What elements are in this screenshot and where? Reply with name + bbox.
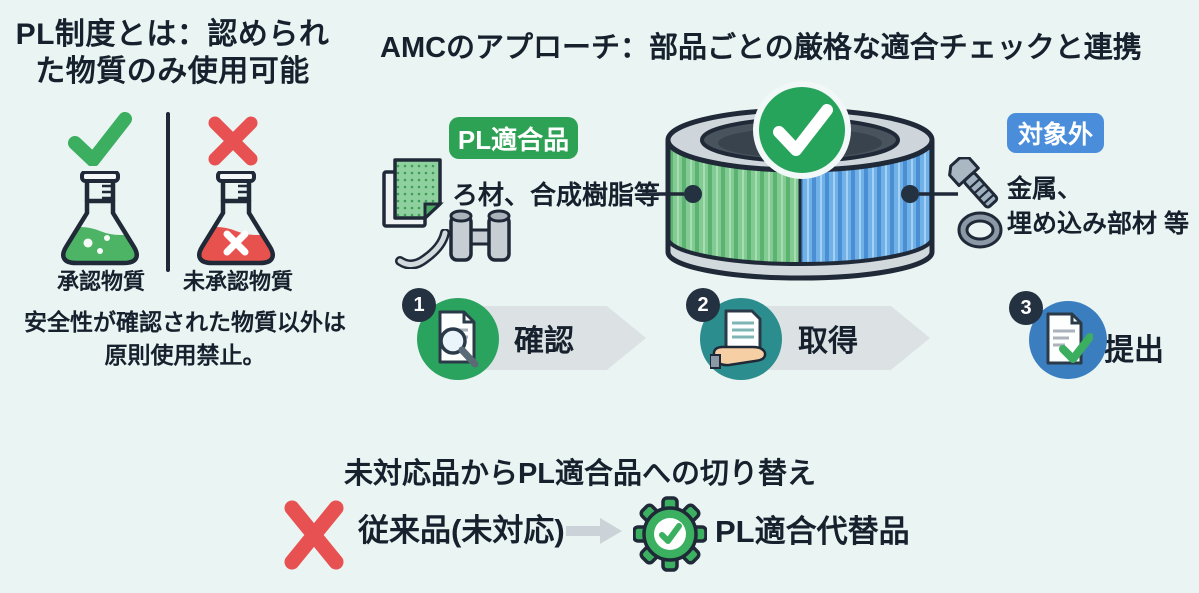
excluded-badge: 対象外 bbox=[1007, 113, 1104, 153]
excluded-materials-line1: 金属、 bbox=[1007, 175, 1083, 203]
vertical-divider bbox=[166, 112, 170, 272]
pl-compliant-badge: PL適合品 bbox=[449, 117, 578, 159]
right-panel-title: AMCのアプローチ：部品ごとの厳格な適合チェックと連携 bbox=[380, 32, 1142, 64]
leader-line-right bbox=[901, 185, 958, 203]
legacy-product-label: 従来品(未対応) bbox=[358, 513, 565, 548]
bottom-panel-title: 未対応品からPL適合品への切り替え bbox=[343, 458, 817, 490]
step1-arrow-banner: 確認 bbox=[468, 306, 646, 370]
excluded-materials-line2: 埋め込み部材 等 bbox=[1007, 210, 1189, 238]
hand-document-icon bbox=[710, 309, 767, 369]
unapproved-substance-label: 未承認物質 bbox=[182, 269, 293, 294]
compliant-materials-label: ろ材、合成樹脂等 bbox=[452, 180, 661, 210]
connector-part-icon bbox=[449, 209, 511, 262]
step3-number-badge: 3 bbox=[1009, 291, 1043, 325]
filter-drum-illustration bbox=[665, 81, 935, 281]
approved-substance-label: 承認物質 bbox=[56, 269, 145, 294]
safety-note: 安全性が確認された物質以外は 原則使用禁止。 bbox=[0, 306, 370, 372]
step3-label: 提出 bbox=[1104, 334, 1164, 367]
approved-check-icon bbox=[68, 112, 132, 166]
safety-note-line1: 安全性が確認された物質以外は bbox=[24, 309, 346, 335]
replacement-product-label: PL適合代替品 bbox=[715, 514, 910, 549]
left-title-line2: た物質のみ使用可能 bbox=[35, 55, 310, 88]
legacy-x-icon bbox=[284, 500, 344, 570]
step1-label: 確認 bbox=[514, 325, 574, 358]
document-search-icon bbox=[438, 310, 479, 368]
step2-number-badge: 2 bbox=[686, 288, 720, 322]
left-panel-title: PL制度とは：認められ た物質のみ使用可能 bbox=[0, 16, 345, 90]
transition-arrow-icon bbox=[566, 518, 622, 544]
step1-number-badge: 1 bbox=[402, 288, 436, 322]
filter-media-icon bbox=[382, 158, 444, 228]
left-title-line1: PL制度とは：認められ bbox=[15, 18, 330, 51]
unapproved-flask-icon bbox=[197, 171, 275, 266]
safety-note-line2: 原則使用禁止。 bbox=[104, 342, 266, 368]
document-check-icon bbox=[1046, 312, 1093, 365]
approved-flask-icon bbox=[61, 171, 139, 266]
step1-circle bbox=[417, 298, 499, 380]
step2-label: 取得 bbox=[798, 325, 858, 358]
step3-circle bbox=[1029, 301, 1107, 379]
excluded-materials-label: 金属、 埋め込み部材 等 bbox=[1007, 172, 1189, 242]
o-ring-icon bbox=[957, 211, 1003, 249]
compliant-gear-icon bbox=[633, 496, 707, 572]
unapproved-x-icon bbox=[208, 116, 258, 166]
hose-icon bbox=[395, 229, 450, 269]
bolt-icon bbox=[948, 157, 999, 209]
drum-check-icon bbox=[753, 81, 851, 179]
leader-line-left bbox=[642, 185, 702, 203]
